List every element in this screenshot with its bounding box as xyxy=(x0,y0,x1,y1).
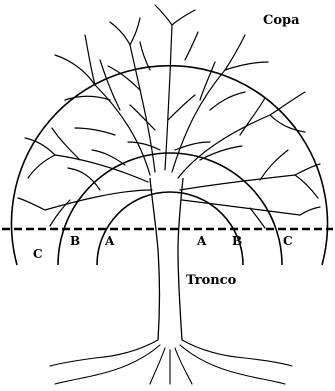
trunk xyxy=(150,178,183,340)
ring-label-left-a: A xyxy=(104,234,115,248)
ring-label-right-b: B xyxy=(232,234,242,248)
crown-branches xyxy=(18,5,320,228)
crown-label: Copa xyxy=(263,13,300,28)
ring-label-right-a: A xyxy=(196,234,207,248)
roots xyxy=(50,340,292,384)
ring-label-left-b: B xyxy=(70,234,80,248)
ring-label-left-c: C xyxy=(33,247,43,261)
ring-label-right-c: C xyxy=(283,234,293,248)
trunk-label: Tronco xyxy=(186,273,237,288)
